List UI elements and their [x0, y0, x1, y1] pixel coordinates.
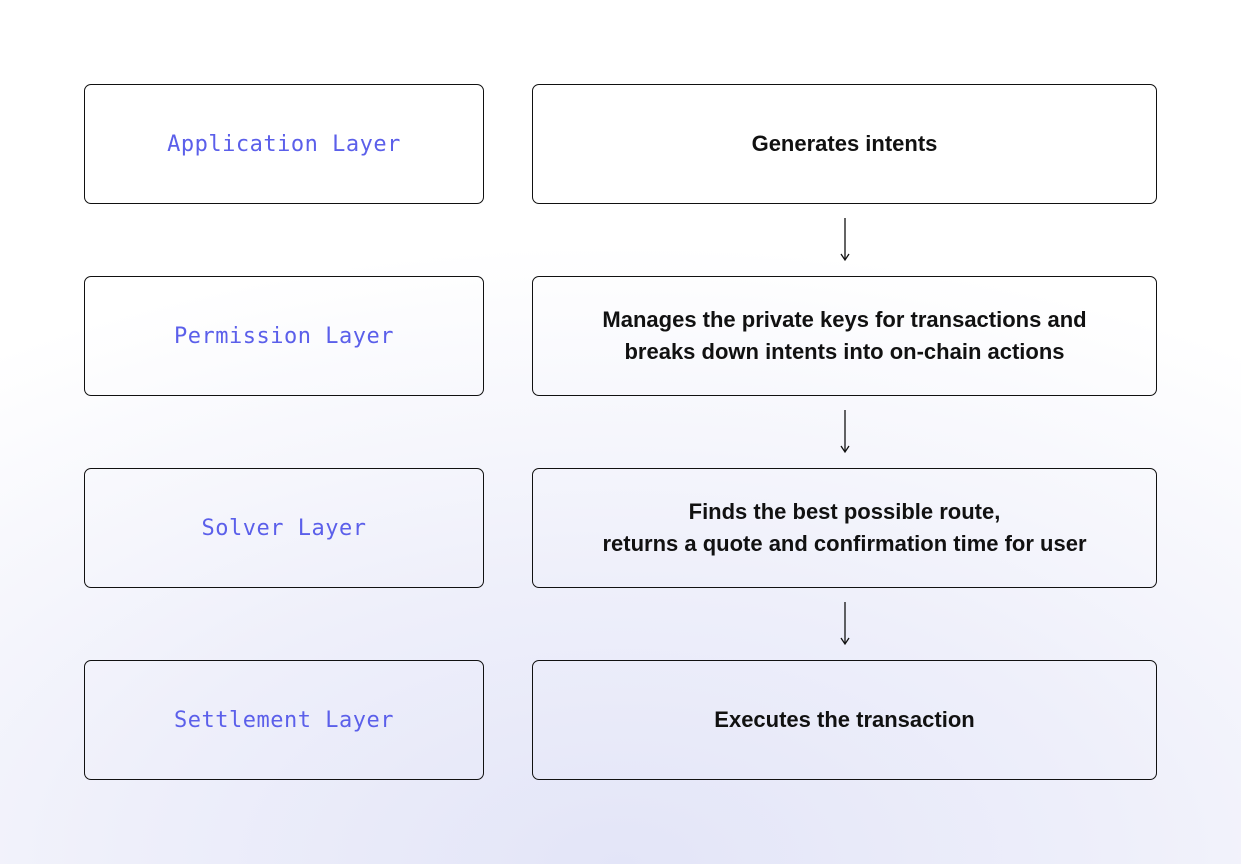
layer-description: Finds the best possible route, returns a…: [602, 499, 1087, 556]
layer-label: Permission Layer: [174, 323, 394, 349]
description-box-solver: Finds the best possible route, returns a…: [532, 468, 1157, 588]
description-box-permission: Manages the private keys for transaction…: [532, 276, 1157, 396]
layer-description: Manages the private keys for transaction…: [602, 307, 1087, 364]
down-arrow-icon: [840, 218, 850, 262]
description-box-application: Generates intents: [532, 84, 1157, 204]
down-arrow-icon: [840, 410, 850, 454]
layer-box-solver: Solver Layer: [84, 468, 484, 588]
layer-description: Generates intents: [751, 131, 938, 156]
layer-box-application: Application Layer: [84, 84, 484, 204]
layer-box-settlement: Settlement Layer: [84, 660, 484, 780]
layer-label: Application Layer: [167, 131, 401, 157]
layer-label: Settlement Layer: [174, 707, 394, 733]
layer-description: Executes the transaction: [714, 707, 975, 732]
description-box-settlement: Executes the transaction: [532, 660, 1157, 780]
down-arrow-icon: [840, 602, 850, 646]
layer-box-permission: Permission Layer: [84, 276, 484, 396]
layer-label: Solver Layer: [201, 515, 367, 541]
